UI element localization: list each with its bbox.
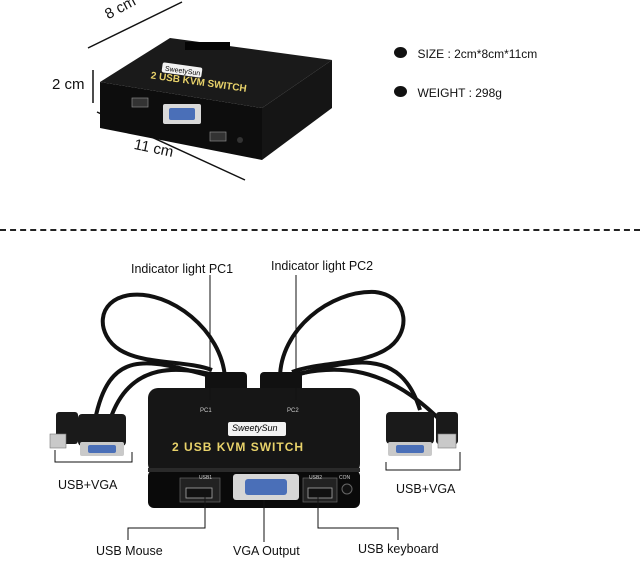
indicator-pc1-label: Indicator light PC1	[131, 262, 234, 276]
left-connectors	[49, 412, 126, 456]
usb-mouse-leader-line	[127, 492, 206, 540]
bullet-icon	[394, 86, 407, 97]
spec-weight: WEIGHT : 298g	[394, 84, 502, 102]
spec-size-label: SIZE : 2cm*8cm*11cm	[417, 47, 538, 61]
port-label-con: CON	[339, 475, 351, 481]
port-label-pc1: PC1	[200, 408, 212, 414]
model-name: USB KVM SWITCH	[184, 440, 305, 454]
bullet-icon	[394, 47, 407, 58]
usb-vga-right-label: USB+VGA	[396, 482, 456, 496]
model-title: 2 USB KVM SWITCH	[172, 440, 304, 454]
spec-size: SIZE : 2cm*8cm*11cm	[394, 45, 537, 63]
model-badge-number: 2	[172, 440, 180, 454]
vga-output-label: VGA Output	[233, 544, 300, 558]
kvm-cables	[93, 289, 442, 422]
spec-weight-label: WEIGHT : 298g	[417, 86, 502, 100]
section-divider	[0, 229, 640, 231]
port-label-usb2: USB2	[309, 475, 323, 481]
usb-keyboard-leader-line	[317, 492, 399, 540]
right-usb-vga-bracket	[385, 452, 461, 471]
usb-vga-left-label: USB+VGA	[58, 478, 118, 492]
right-connectors	[386, 412, 458, 456]
kvm-box-front-view	[148, 372, 360, 508]
svg-text:SweetySun: SweetySun	[164, 66, 200, 78]
usb-keyboard-label: USB keyboard	[358, 542, 439, 556]
usb-mouse-label: USB Mouse	[96, 544, 163, 558]
port-label-pc2: PC2	[287, 408, 299, 414]
kvm-box-top-view: SweetySun 2 USB KVM SWITCH	[100, 38, 332, 160]
left-usb-vga-bracket	[54, 450, 133, 463]
port-label-usb1: USB1	[199, 475, 213, 481]
brand-badge: SweetySun	[232, 423, 278, 433]
indicator-pc2-label: Indicator light PC2	[271, 259, 374, 273]
height-label: 2 cm	[52, 76, 85, 93]
depth-dimension-line	[87, 1, 183, 49]
